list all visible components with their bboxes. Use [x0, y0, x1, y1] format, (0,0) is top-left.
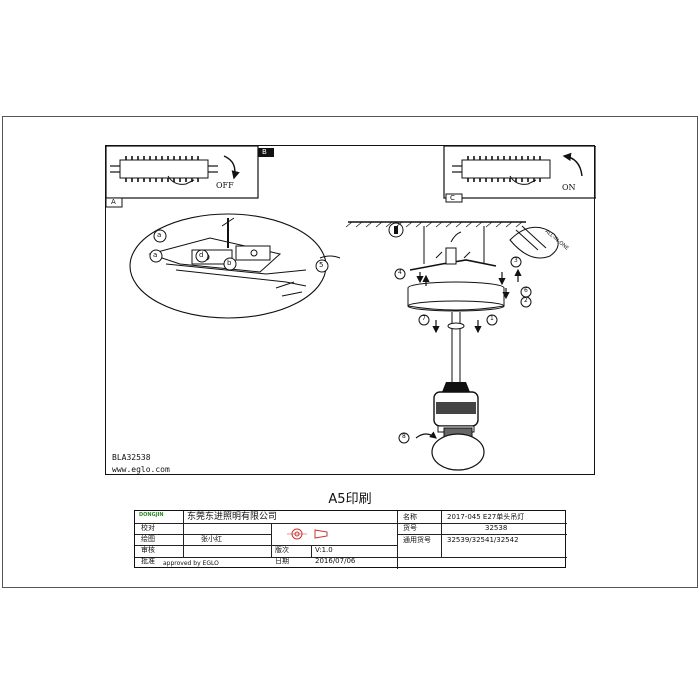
step-4-label: 4: [398, 269, 402, 276]
step-2-label: 2: [524, 297, 528, 304]
company-name: 东莞东进照明有限公司: [187, 512, 278, 522]
row-label-drawn: 绘图: [141, 535, 155, 543]
step-8-label: 8: [402, 433, 406, 440]
row-label-check: 校对: [141, 524, 155, 532]
callout-a-2: a: [153, 251, 158, 259]
website: www.eglo.com: [112, 465, 170, 474]
projection-symbol-icon: [287, 528, 328, 540]
name-value: 2017-045 E27单头吊灯: [447, 513, 525, 521]
row-label-review: 审核: [141, 546, 155, 554]
row-label-approve: 批准: [141, 557, 155, 565]
diagram-canvas: [106, 146, 596, 471]
print-title: A5印刷: [328, 492, 372, 507]
applies-label: 通用货号: [403, 536, 431, 544]
name-label: 名称: [403, 513, 417, 521]
rotate-arrow-on: [562, 152, 583, 177]
label-panel-b: B: [262, 148, 267, 156]
rotate-arrow-off: [223, 155, 240, 180]
label-off: OFF: [216, 181, 234, 190]
label-panel-a: A: [111, 198, 116, 206]
pendant-lamp-assembly: [345, 221, 526, 471]
version-label: 版次: [275, 546, 289, 554]
title-block: DONGJIN 东莞东进照明有限公司 校对 绘图 审核 批准 张小红 版次 V:…: [134, 510, 567, 569]
step-1-label: 1: [490, 315, 494, 322]
item-value: 32538: [485, 524, 508, 532]
panel-b-tag: [258, 148, 274, 157]
panel-c-tag: [445, 193, 463, 203]
step-circles: [149, 229, 532, 444]
version-value: V:1.0: [315, 546, 333, 554]
step-3-label: 3: [514, 257, 518, 264]
item-label: 货号: [403, 524, 417, 532]
step-7-label: 7: [422, 315, 426, 322]
page-frame: [2, 116, 698, 588]
cable-detail: [509, 225, 559, 259]
callout-a: a: [157, 231, 162, 239]
applies-value: 32539/32541/32542: [447, 536, 519, 544]
approved-by: approved by EGLO: [163, 560, 219, 567]
panel-a-tag: [106, 197, 123, 208]
company-logo: DONGJIN: [139, 512, 164, 518]
callout-d: d: [199, 251, 204, 259]
date-value: 2016/07/06: [315, 557, 356, 565]
model-code: BLA32538: [112, 453, 151, 462]
step-6-label: 6: [524, 287, 528, 294]
callout-b: b: [227, 259, 232, 267]
label-on: ON: [562, 183, 576, 192]
label-panel-c: C: [450, 194, 455, 202]
terminal-strip-b: [110, 156, 218, 185]
drafter-name: 张小红: [201, 535, 222, 543]
panel-b-switch-off: [106, 146, 274, 199]
instruction-drawing: OFF ON B C A a a d b 5 4 3 6 2 7 1 8 ALL…: [105, 145, 596, 475]
step-arrows: [415, 268, 522, 439]
step-5-label: 5: [319, 261, 324, 269]
date-label: 日期: [275, 557, 289, 565]
terminal-strip-c: [452, 156, 551, 185]
panel-c-switch-on: [443, 146, 596, 203]
